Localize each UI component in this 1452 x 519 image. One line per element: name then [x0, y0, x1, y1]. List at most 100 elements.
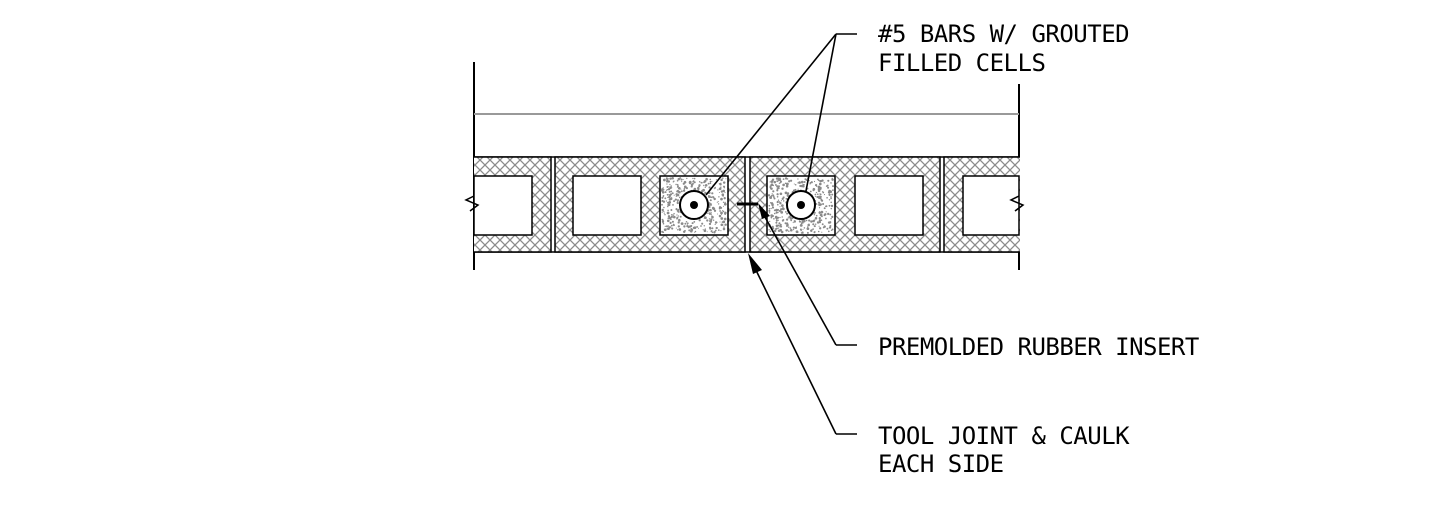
grout-speck [769, 196, 772, 199]
grout-speck [724, 223, 727, 226]
grout-speck [678, 190, 681, 194]
grout-speck [671, 176, 674, 180]
grout-speck [720, 197, 723, 201]
grout-speck [709, 182, 712, 185]
grout-speck [780, 208, 783, 211]
grout-speck [701, 222, 704, 225]
grout-speck [782, 183, 785, 187]
grout-speck [708, 218, 711, 220]
grout-speck [667, 209, 669, 212]
grout-speck [722, 177, 724, 179]
grout-speck [827, 179, 830, 182]
grout-speck [723, 217, 727, 221]
grout-speck [669, 193, 673, 196]
grout-speck [677, 185, 679, 188]
grout-speck [804, 178, 807, 180]
grout-speck [672, 204, 674, 206]
grout-speck [777, 224, 780, 227]
grout-speck [704, 191, 707, 195]
grout-speck [810, 181, 813, 184]
grout-speck [785, 218, 789, 221]
grout-speck [777, 203, 779, 206]
grout-speck [698, 180, 701, 183]
grout-speck [815, 192, 817, 194]
grout-speck [786, 183, 789, 186]
grout-speck [673, 212, 675, 215]
grout-speck [670, 224, 673, 227]
grout-speck [716, 201, 718, 203]
grout-speck [817, 201, 821, 204]
grout-speck [790, 228, 793, 232]
label-bars-line2: FILLED CELLS [878, 49, 1045, 77]
grout-speck [690, 225, 693, 227]
grout-speck [666, 183, 668, 185]
grout-speck [686, 224, 689, 228]
grout-speck [664, 197, 667, 200]
grout-speck [716, 221, 718, 223]
grout-speck [831, 177, 833, 180]
grout-speck [784, 191, 788, 195]
grout-speck [778, 209, 782, 212]
grout-speck [719, 221, 721, 223]
grout-speck [777, 211, 779, 214]
grout-speck [819, 186, 822, 190]
grout-speck [721, 193, 725, 196]
grout-speck [786, 192, 790, 195]
grout-speck [801, 232, 804, 234]
grout-speck [770, 207, 772, 210]
label-bars-line1: #5 BARS W/ GROUTED [878, 20, 1129, 48]
grout-speck [816, 195, 819, 199]
grout-speck [799, 224, 803, 227]
grout-speck [803, 180, 806, 184]
grout-speck [774, 183, 777, 186]
grout-speck [814, 193, 817, 196]
grout-speck [665, 200, 668, 202]
grout-speck [817, 178, 819, 181]
grout-speck [769, 181, 771, 183]
grout-speck [779, 202, 782, 205]
grout-speck [661, 220, 665, 223]
grout-speck [677, 225, 680, 228]
grout-speck [788, 230, 790, 232]
grout-speck [779, 216, 781, 219]
grout-speck [778, 182, 781, 184]
grout-speck [793, 229, 795, 231]
right-break-mark [1009, 195, 1025, 212]
grout-speck [818, 182, 822, 186]
grout-speck [666, 219, 670, 223]
grout-speck [685, 220, 688, 223]
grout-speck [795, 230, 799, 234]
grout-speck [665, 189, 668, 191]
grout-speck [672, 214, 674, 216]
grout-speck [829, 221, 832, 224]
grout-speck [670, 187, 673, 189]
grout-speck [778, 222, 781, 225]
grout-speck [676, 190, 678, 193]
grout-speck [720, 190, 724, 193]
grout-speck [666, 188, 669, 191]
grout-speck [661, 196, 664, 199]
grout-speck [767, 194, 771, 197]
grout-speck [829, 190, 833, 194]
grout-speck [710, 212, 712, 214]
grout-speck [707, 182, 710, 185]
grout-speck [810, 220, 813, 223]
grout-speck [831, 228, 834, 231]
grout-speck [678, 218, 681, 222]
grout-speck [724, 212, 727, 215]
grout-speck [713, 209, 717, 212]
grout-speck [670, 218, 672, 221]
grout-speck [813, 211, 816, 214]
grout-speck [708, 212, 711, 216]
grout-speck [703, 225, 706, 227]
grout-speck [722, 201, 725, 203]
grout-speck [814, 195, 816, 197]
grout-speck [812, 188, 815, 191]
grout-speck [708, 206, 711, 208]
grout-speck [772, 190, 775, 193]
grout-speck [821, 231, 823, 233]
grout-speck [780, 230, 784, 234]
grout-speck [720, 178, 723, 182]
grout-speck [823, 207, 826, 210]
grout-speck [818, 217, 821, 220]
